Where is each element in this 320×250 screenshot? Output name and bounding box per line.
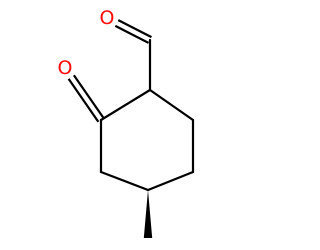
bond-b-c3-c4 <box>99 170 150 192</box>
atom-label-o1: O <box>100 7 115 29</box>
bond-b-c4-me <box>143 190 153 238</box>
bond-b-c4-c5 <box>146 170 195 192</box>
atom-label-o2: O <box>58 57 73 79</box>
double-bond-line <box>114 24 150 44</box>
single-bond-line <box>148 88 195 122</box>
double-bond-line <box>72 74 105 119</box>
bond-b-c2-o <box>67 74 105 123</box>
single-bond-line <box>99 170 150 192</box>
single-bond-line <box>99 88 152 122</box>
wedge-bond <box>143 190 153 238</box>
single-bond-line <box>146 170 195 192</box>
bond-b-c6-c1 <box>148 88 195 122</box>
double-bond-line <box>117 19 152 39</box>
bond-b-c1-c2 <box>99 88 152 122</box>
double-bond-line <box>67 78 100 123</box>
bond-b-ald-o <box>114 19 152 44</box>
molecule-structure: OO <box>58 7 195 238</box>
